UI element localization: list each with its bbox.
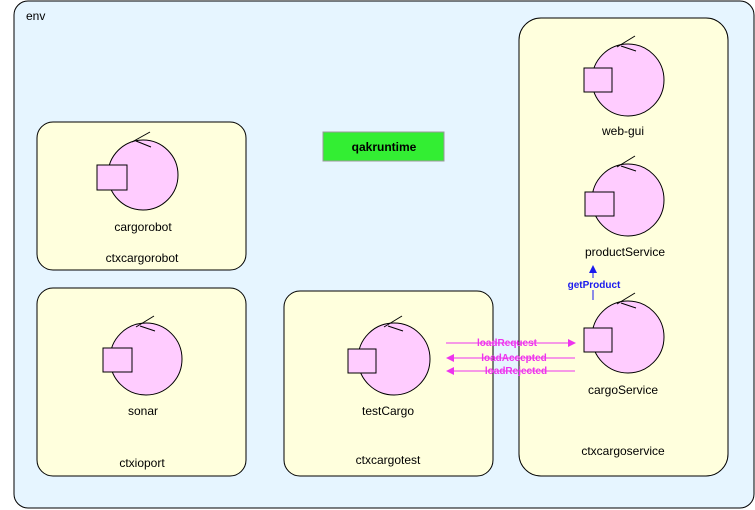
actor-label-cargorobot: cargorobot <box>114 220 172 234</box>
message-loadrejected: loadRejected <box>446 366 575 377</box>
message-label-loadaccepted: loadAccepted <box>481 353 547 364</box>
actor-tick-icon <box>616 35 637 52</box>
actor-cargorobot: cargorobot <box>96 131 179 234</box>
actor-sonar: sonar <box>102 315 183 418</box>
actor-tick-icon <box>616 292 637 309</box>
actor-tick-icon <box>616 155 637 172</box>
context-label-cargoservice: ctxcargoservice <box>581 444 665 458</box>
port-square-icon <box>583 327 613 353</box>
actor-label-sonar: sonar <box>128 404 158 418</box>
context-label-cargotest: ctxcargotest <box>356 453 421 467</box>
actor-tick-icon <box>135 315 156 332</box>
actor-productservice: productService <box>584 155 665 259</box>
actor-web-gui: web-gui <box>583 35 665 138</box>
context-label-ioport: ctxioport <box>119 456 165 470</box>
actor-label-testcargo: testCargo <box>362 404 414 418</box>
actor-cargoservice: cargoService <box>583 292 665 397</box>
port-square-icon <box>347 348 377 374</box>
context-cargorobot: cargorobot ctxcargorobot <box>36 121 247 271</box>
actor-label-web-gui: web-gui <box>601 124 644 138</box>
message-label-getproduct: getProduct <box>568 280 621 291</box>
actor-testcargo: testCargo <box>347 315 431 418</box>
context-label-cargorobot: ctxcargorobot <box>106 251 179 265</box>
env-label: env <box>26 9 45 23</box>
message-getproduct: getProduct <box>564 265 624 300</box>
port-square-icon <box>583 67 613 93</box>
message-loadaccepted: loadAccepted <box>446 353 575 364</box>
actor-label-productservice: productService <box>585 245 665 259</box>
context-cargoservice: web-gui productService cargoService ctxc… <box>518 17 729 477</box>
actor-label-cargoservice: cargoService <box>588 383 658 397</box>
actor-tick-icon <box>131 131 152 148</box>
message-label-loadrequest: loadRequest <box>477 338 538 349</box>
message-loadrequest: loadRequest <box>446 338 576 349</box>
port-square-icon <box>102 347 133 373</box>
port-square-icon <box>96 164 128 191</box>
message-label-loadrejected: loadRejected <box>485 366 547 377</box>
qakruntime-label: qakruntime <box>352 140 417 154</box>
qakruntime-badge: qakruntime <box>322 131 445 162</box>
actor-tick-icon <box>383 315 404 332</box>
port-square-icon <box>584 191 615 217</box>
context-cargotest: testCargo ctxcargotest <box>283 290 494 477</box>
context-ioport: sonar ctxioport <box>36 287 247 477</box>
